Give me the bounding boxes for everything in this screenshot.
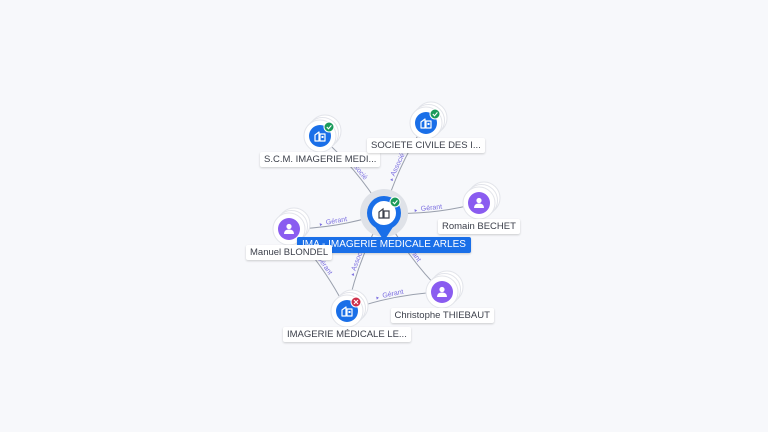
node-center[interactable] bbox=[360, 189, 408, 241]
active-status-icon bbox=[429, 108, 441, 120]
building-window bbox=[321, 136, 324, 138]
edge-arrow-icon bbox=[376, 296, 379, 300]
node-label-thiebaut[interactable]: Christophe THIEBAUT bbox=[390, 308, 494, 323]
person-icon bbox=[439, 286, 445, 293]
edge-arrow-icon bbox=[351, 273, 355, 276]
x-mark bbox=[353, 299, 359, 305]
edge-arrow-icon bbox=[414, 209, 418, 213]
node-imle[interactable] bbox=[330, 289, 369, 328]
node-scm[interactable] bbox=[303, 114, 342, 153]
person-body bbox=[437, 292, 447, 297]
edge-label: Gérant bbox=[382, 289, 404, 300]
node-label-bechet[interactable]: Romain BECHET bbox=[438, 219, 520, 234]
person-icon bbox=[476, 197, 482, 204]
building-window bbox=[348, 311, 351, 313]
building-icon bbox=[314, 131, 326, 142]
active-status-icon bbox=[323, 121, 335, 133]
node-label-imle[interactable]: IMAGERIE MÉDICALE LE... bbox=[283, 327, 411, 342]
edge-arrow-icon bbox=[390, 178, 393, 182]
edge-label-group: Gérant bbox=[414, 204, 443, 213]
edge-label-group: Gérant bbox=[376, 289, 404, 300]
building-window bbox=[427, 123, 430, 125]
nodes-layer bbox=[272, 101, 501, 328]
check-mark bbox=[392, 200, 398, 205]
building-icon bbox=[378, 207, 390, 219]
node-label-scm[interactable]: S.C.M. IMAGERIE MEDI... bbox=[260, 152, 381, 167]
building-icon bbox=[341, 306, 353, 317]
node-label-sci[interactable]: SOCIETE CIVILE DES I... bbox=[367, 138, 485, 153]
edge-label: Gérant bbox=[421, 204, 443, 213]
person-body bbox=[474, 203, 484, 208]
check-mark bbox=[326, 125, 332, 130]
node-label-blondel[interactable]: Manuel BLONDEL bbox=[246, 245, 333, 260]
check-mark bbox=[432, 112, 438, 117]
node-blondel[interactable] bbox=[272, 207, 311, 246]
person-body bbox=[284, 229, 294, 234]
person-icon bbox=[286, 223, 292, 230]
active-status-icon bbox=[389, 196, 401, 208]
node-thiebaut[interactable] bbox=[425, 270, 464, 309]
edge-label-group: Gérant bbox=[319, 216, 348, 227]
node-bechet[interactable] bbox=[462, 181, 501, 220]
edge-label: Gérant bbox=[325, 216, 347, 226]
node-label-center[interactable]: IMA - IMAGERIE MEDICALE ARLES bbox=[297, 237, 471, 253]
node-sci[interactable] bbox=[409, 101, 448, 140]
edge-label-group: Associé bbox=[390, 152, 407, 182]
building-icon bbox=[420, 118, 432, 129]
edge-arrow-icon bbox=[319, 223, 323, 227]
